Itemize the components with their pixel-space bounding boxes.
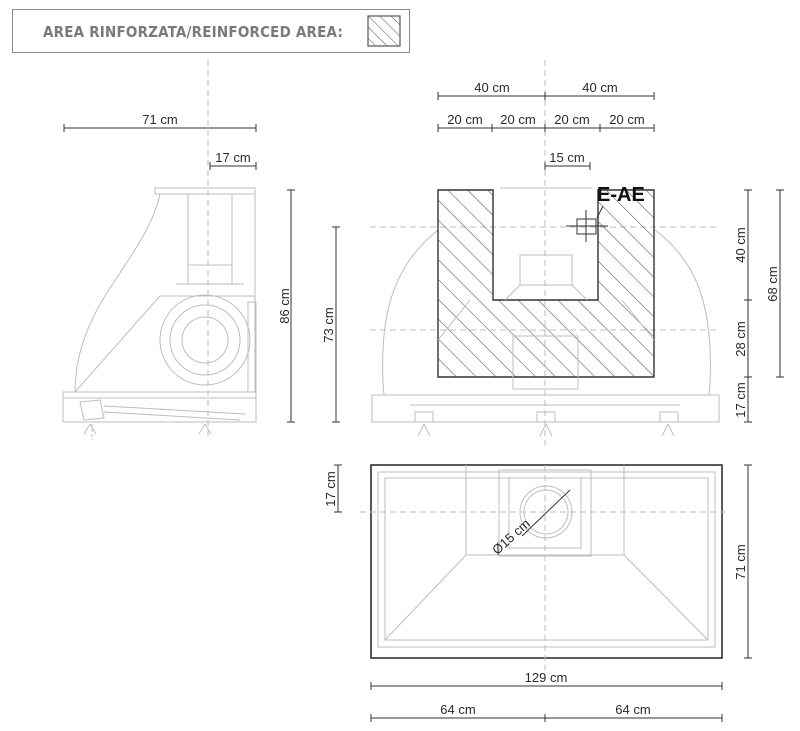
plan-view-dimensions <box>334 464 752 722</box>
front-duct-label: 15 cm <box>549 150 584 165</box>
side-duct-label: 17 cm <box>215 150 250 165</box>
front-height-label: 73 cm <box>321 307 336 342</box>
front-total-label: 68 cm <box>765 266 780 301</box>
legend-box: AREA RINFORZATA/REINFORCED AREA: <box>12 9 410 53</box>
plan-view <box>360 464 730 670</box>
legend-label: AREA RINFORZATA/REINFORCED AREA: <box>43 23 344 41</box>
plan-half-right-label: 64 cm <box>615 702 650 717</box>
plan-diameter-label: Ø15 cm <box>489 516 533 558</box>
front-lower-label: 17 cm <box>733 382 748 417</box>
front-quarter-3-label: 20 cm <box>554 112 589 127</box>
connection-point-icon <box>566 205 608 242</box>
front-view <box>370 60 720 445</box>
front-half-right-label: 40 cm <box>582 80 617 95</box>
front-quarter-1-label: 20 cm <box>447 112 482 127</box>
side-width-label: 71 cm <box>142 112 177 127</box>
front-half-left-label: 40 cm <box>474 80 509 95</box>
plan-width-label: 129 cm <box>525 670 568 685</box>
plan-depth-label: 71 cm <box>733 544 748 579</box>
front-quarter-4-label: 20 cm <box>609 112 644 127</box>
side-height-label: 86 cm <box>277 288 292 323</box>
front-middle-label: 28 cm <box>733 321 748 356</box>
front-quarter-2-label: 20 cm <box>500 112 535 127</box>
model-code: E-AE <box>597 184 645 206</box>
plan-offset-label: 17 cm <box>323 471 338 506</box>
reinforced-area <box>437 189 655 378</box>
front-upper-label: 40 cm <box>733 227 748 262</box>
front-view-dimensions <box>332 92 784 423</box>
side-view-dimensions <box>63 124 295 423</box>
front-view-inner <box>437 254 655 390</box>
side-view <box>62 60 257 440</box>
plan-half-left-label: 64 cm <box>440 702 475 717</box>
reinforced-area-swatch <box>367 15 401 47</box>
